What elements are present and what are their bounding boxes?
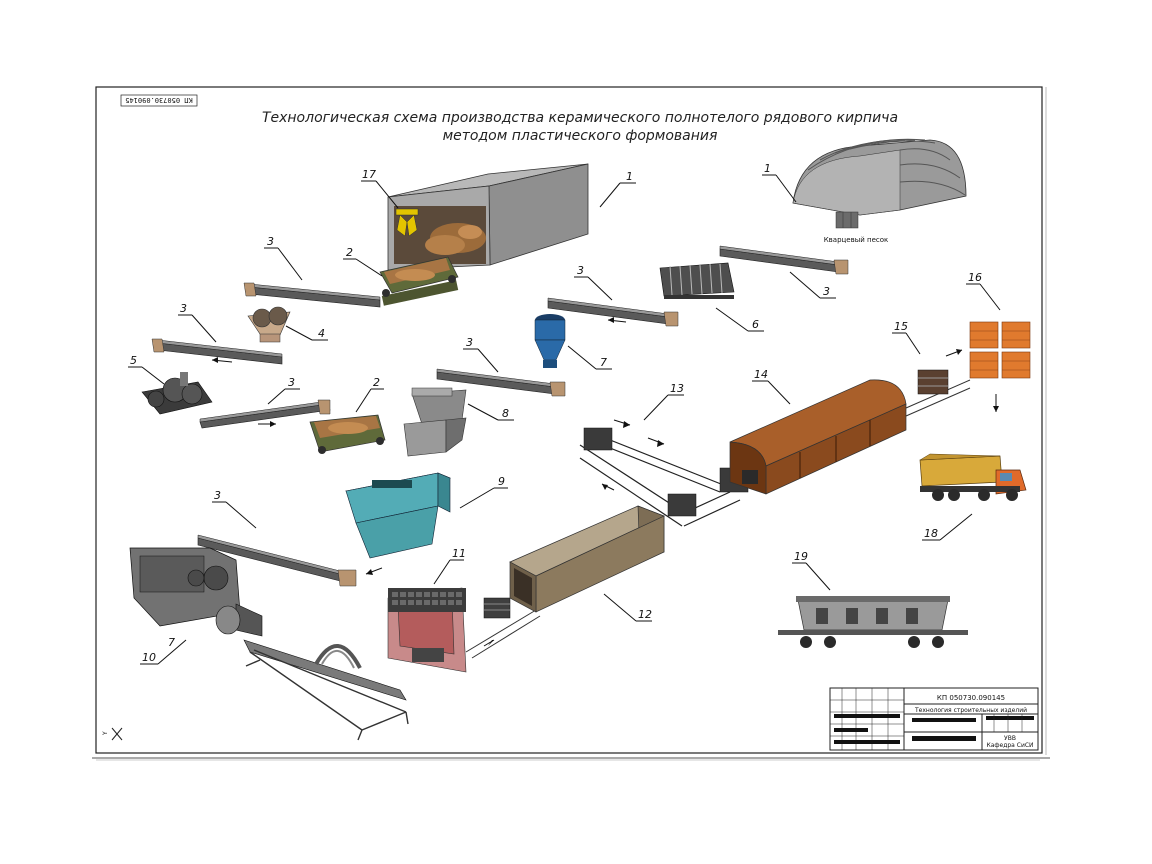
callout-1-warehouse: 1 (626, 170, 633, 183)
callout-3-g: 3 (214, 489, 221, 502)
flow-arrows (211, 317, 999, 647)
tunnel-dryer (509, 505, 665, 613)
grab-crane (395, 208, 419, 237)
stone-separating-rollers (659, 262, 735, 299)
callout-16: 16 (968, 271, 982, 284)
callout-14: 14 (754, 368, 768, 381)
callout-9: 9 (498, 475, 505, 488)
hopper-railcar (778, 596, 968, 648)
box-feeder-top (379, 256, 459, 306)
dump-truck (919, 453, 1027, 501)
callout-10: 10 (142, 651, 156, 664)
clay-feeder-hopper (344, 472, 452, 559)
brick-pallets (969, 321, 1031, 379)
belt-conveyor-7 (197, 534, 357, 587)
callout-15: 15 (894, 320, 908, 333)
callout-3-d: 3 (180, 302, 187, 315)
svg-text:Y: Y (102, 731, 109, 736)
callout-6: 6 (752, 318, 759, 331)
callout-3-f: 3 (288, 376, 295, 389)
tunnel-kiln (729, 379, 907, 495)
callout-19: 19 (794, 550, 808, 563)
sand-silo (534, 314, 566, 368)
callout-4: 4 (318, 327, 325, 340)
callout-3-e: 3 (466, 336, 473, 349)
callout-7-silo: 7 (600, 356, 607, 369)
belt-conveyor-1 (243, 282, 381, 308)
clay-warehouse (387, 163, 589, 271)
callout-2-top: 2 (346, 246, 353, 259)
kiln-car-stack-1 (483, 597, 511, 619)
roller-crusher (247, 306, 291, 343)
callout-8: 8 (502, 407, 509, 420)
box-feeder-middle (309, 414, 386, 454)
title-line-2: методом пластического формования (443, 128, 718, 144)
belt-conveyor-4 (547, 297, 679, 327)
title-block: КП 050730.090145 Технология строительных… (829, 687, 1039, 751)
double-shaft-mixer (403, 387, 467, 457)
vacuum-extruder (129, 547, 409, 741)
callout-2-middle: 2 (373, 376, 380, 389)
title-block-org-1: УВВ (1004, 735, 1016, 742)
belt-conveyor-5 (719, 245, 849, 275)
callout-12: 12 (638, 608, 652, 621)
callout-3-a: 3 (267, 235, 274, 248)
callout-1-hangar: 1 (764, 162, 771, 175)
callout-leaders (128, 174, 1001, 665)
callout-11: 11 (452, 547, 466, 560)
title-line-1: Технологическая схема производства керам… (262, 110, 898, 126)
sand-hangar (792, 138, 967, 229)
callout-18: 18 (924, 527, 938, 540)
ucs-icon: Y (102, 727, 123, 741)
title-block-subtitle: Технология строительных изделий (914, 707, 1027, 714)
setting-machine (387, 587, 467, 673)
belt-conveyor-3 (199, 399, 331, 429)
callout-17: 17 (362, 168, 376, 181)
callout-7-extruder: 7 (168, 636, 175, 649)
belt-conveyor-6 (436, 368, 566, 397)
title-block-org-2: Кафедра СиСИ (986, 742, 1033, 749)
sand-label: Кварцевый песок (824, 236, 889, 244)
fired-brick-car (917, 369, 949, 395)
belt-conveyor-2 (151, 338, 283, 365)
title-block-code: КП 050730.090145 (937, 694, 1005, 702)
callout-5: 5 (130, 354, 137, 367)
callout-13: 13 (670, 382, 684, 395)
top-stamp: КП 050730.090145 (120, 94, 198, 107)
callout-3-c: 3 (823, 285, 830, 298)
stamp-code-text: КП 050730.090145 (125, 96, 192, 104)
pan-mill (141, 372, 213, 415)
callout-3-b: 3 (577, 264, 584, 277)
callout-numbers: 1 1 17 3 2 3 3 3 4 5 6 7 3 3 2 8 9 3 10 … (130, 162, 982, 664)
